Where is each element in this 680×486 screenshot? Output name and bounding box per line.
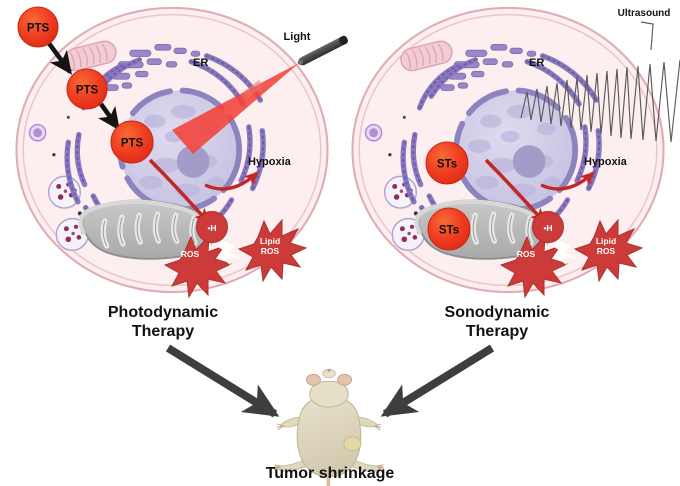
radical-label-right: •H [543, 223, 552, 233]
hypoxia-arrow-left [204, 171, 259, 191]
agent-sts-label-1: STs [437, 159, 457, 171]
agent-pts-2: PTS [66, 68, 108, 110]
agent-group-sts: STs STs [425, 141, 471, 251]
agent-pts-label-3: PTS [121, 138, 144, 150]
lipid-ros-label-left: ROS [261, 246, 280, 256]
ultrasound-wave-icon [520, 21, 680, 143]
agent-sts-2: STs [427, 207, 471, 251]
lipid-label-right: Lipid [596, 236, 616, 246]
agent-sts-label-2: STs [439, 225, 459, 237]
laser-beam [172, 63, 299, 154]
ros-burst-right: •H ROS Lipid ROS [500, 211, 643, 298]
agent-pts-label-1: PTS [27, 23, 50, 35]
hypoxia-arrow-right [540, 171, 595, 191]
laser-pointer-icon [297, 35, 348, 66]
caption-sonodynamic-line1: Sonodynamic [445, 304, 550, 321]
agent-pts-1: PTS [17, 6, 59, 48]
agent-chain-pts: PTS PTS PTS [17, 6, 154, 164]
er-label-right: ER [529, 57, 544, 69]
arrow-sonodynamic-to-outcome [380, 344, 495, 418]
er-label-left: ER [193, 57, 208, 69]
outcome-label: Tumor shrinkage [266, 465, 395, 482]
caption-photodynamic-line1: Photodynamic [108, 304, 218, 321]
ros-label-left: ROS [181, 249, 200, 259]
ros-burst-left: •H ROS Lipid ROS [164, 211, 307, 298]
ros-arrow-left [148, 158, 210, 224]
hypoxia-label-right: Hypoxia [584, 156, 628, 168]
caption-photodynamic-line2: Therapy [132, 323, 194, 340]
agent-sts-1: STs [425, 141, 469, 185]
ultrasound-label: Ultrasound [618, 8, 671, 19]
ros-arrow-right [484, 158, 546, 224]
lipid-ros-label-right: ROS [597, 246, 616, 256]
arrow-photodynamic-to-outcome [165, 344, 280, 418]
radical-label-left: •H [207, 223, 216, 233]
light-label: Light [284, 31, 311, 43]
agent-pts-label-2: PTS [76, 85, 99, 97]
ros-label-right: ROS [517, 249, 536, 259]
lipid-label-left: Lipid [260, 236, 280, 246]
agent-pts-3: PTS [110, 120, 154, 164]
caption-sonodynamic-line2: Therapy [466, 323, 528, 340]
hypoxia-label-left: Hypoxia [248, 156, 292, 168]
